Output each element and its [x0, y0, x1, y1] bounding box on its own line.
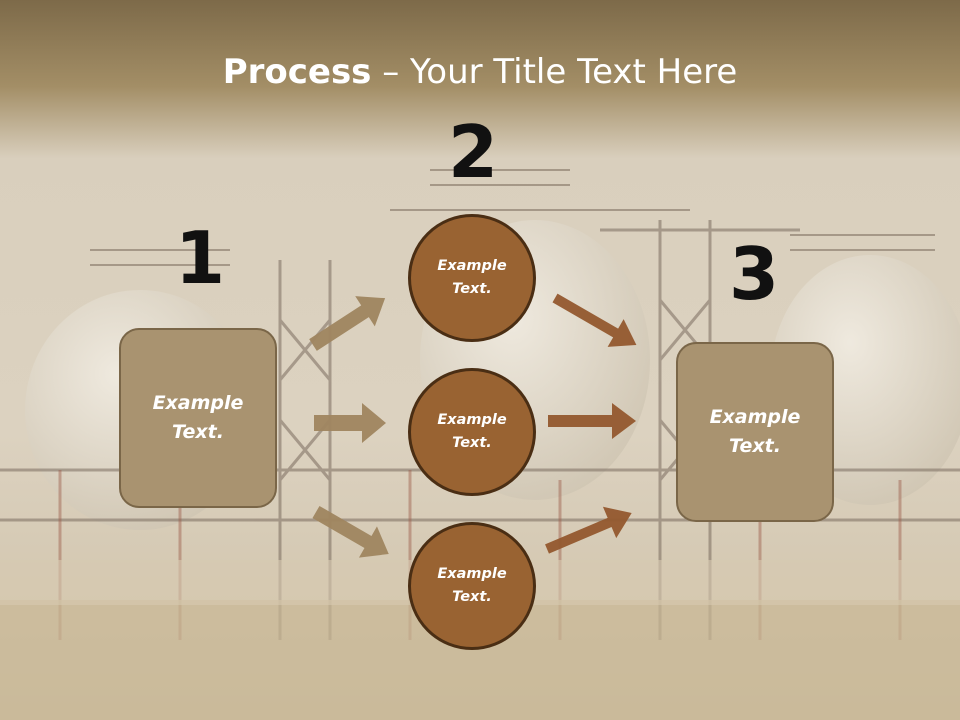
right-box-line2: Text.: [729, 435, 781, 457]
right-box-line1: Example: [709, 406, 801, 428]
slide-title: Process – Your Title Text Here: [0, 52, 960, 92]
circle-bottom-line2: Text.: [452, 589, 492, 605]
arrow-top-to-right: [552, 293, 637, 347]
process-circle-bottom: Example Text.: [408, 522, 536, 650]
left-box-line2: Text.: [172, 421, 224, 443]
circle-top-line1: Example: [437, 258, 507, 274]
circle-bottom-line1: Example: [437, 566, 507, 582]
right-box-label: Example Text.: [710, 403, 801, 461]
title-rest: – Your Title Text Here: [371, 52, 738, 92]
step-number-1: 1: [174, 216, 226, 300]
left-process-box: Example Text.: [119, 328, 277, 508]
left-box-line1: Example: [152, 392, 244, 414]
process-circle-top: Example Text.: [408, 214, 536, 342]
title-bold: Process: [222, 52, 372, 92]
arrow-bottom-to-right: [545, 506, 632, 554]
arrow-left-to-bottom: [312, 505, 389, 558]
step-number-3: 3: [728, 232, 780, 316]
arrow-left-to-middle: [314, 403, 386, 443]
right-process-box: Example Text.: [676, 342, 834, 522]
circle-middle-line1: Example: [437, 412, 507, 428]
arrow-middle-to-right: [548, 403, 636, 439]
circle-top-line2: Text.: [452, 281, 492, 297]
arrow-left-to-top: [309, 296, 386, 351]
circle-middle-line2: Text.: [452, 435, 492, 451]
process-circle-middle: Example Text.: [408, 368, 536, 496]
step-number-2: 2: [447, 110, 499, 194]
left-box-label: Example Text.: [153, 389, 244, 447]
